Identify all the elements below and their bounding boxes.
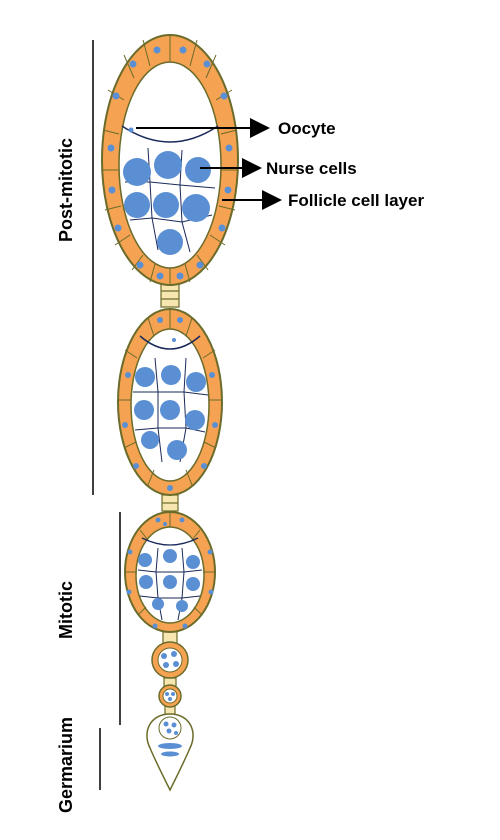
egg-chamber-mid xyxy=(117,308,223,496)
interfollicular-stalk xyxy=(160,282,180,715)
stage-label-germarium: Germarium xyxy=(56,717,76,813)
egg-chamber-late xyxy=(101,34,239,286)
label-oocyte: Oocyte xyxy=(278,119,336,138)
stage-label-post-mitotic: Post-mitotic xyxy=(56,138,76,242)
follicle-nuclei xyxy=(107,46,233,280)
label-follicle-cell-layer: Follicle cell layer xyxy=(288,191,424,210)
label-nurse-cells: Nurse cells xyxy=(266,159,357,178)
label-arrows xyxy=(136,118,282,210)
germarium-region xyxy=(146,641,194,792)
egg-chamber-early xyxy=(124,511,216,633)
stage-label-mitotic: Mitotic xyxy=(56,581,76,639)
nurse-cell-nuclei xyxy=(123,151,211,255)
